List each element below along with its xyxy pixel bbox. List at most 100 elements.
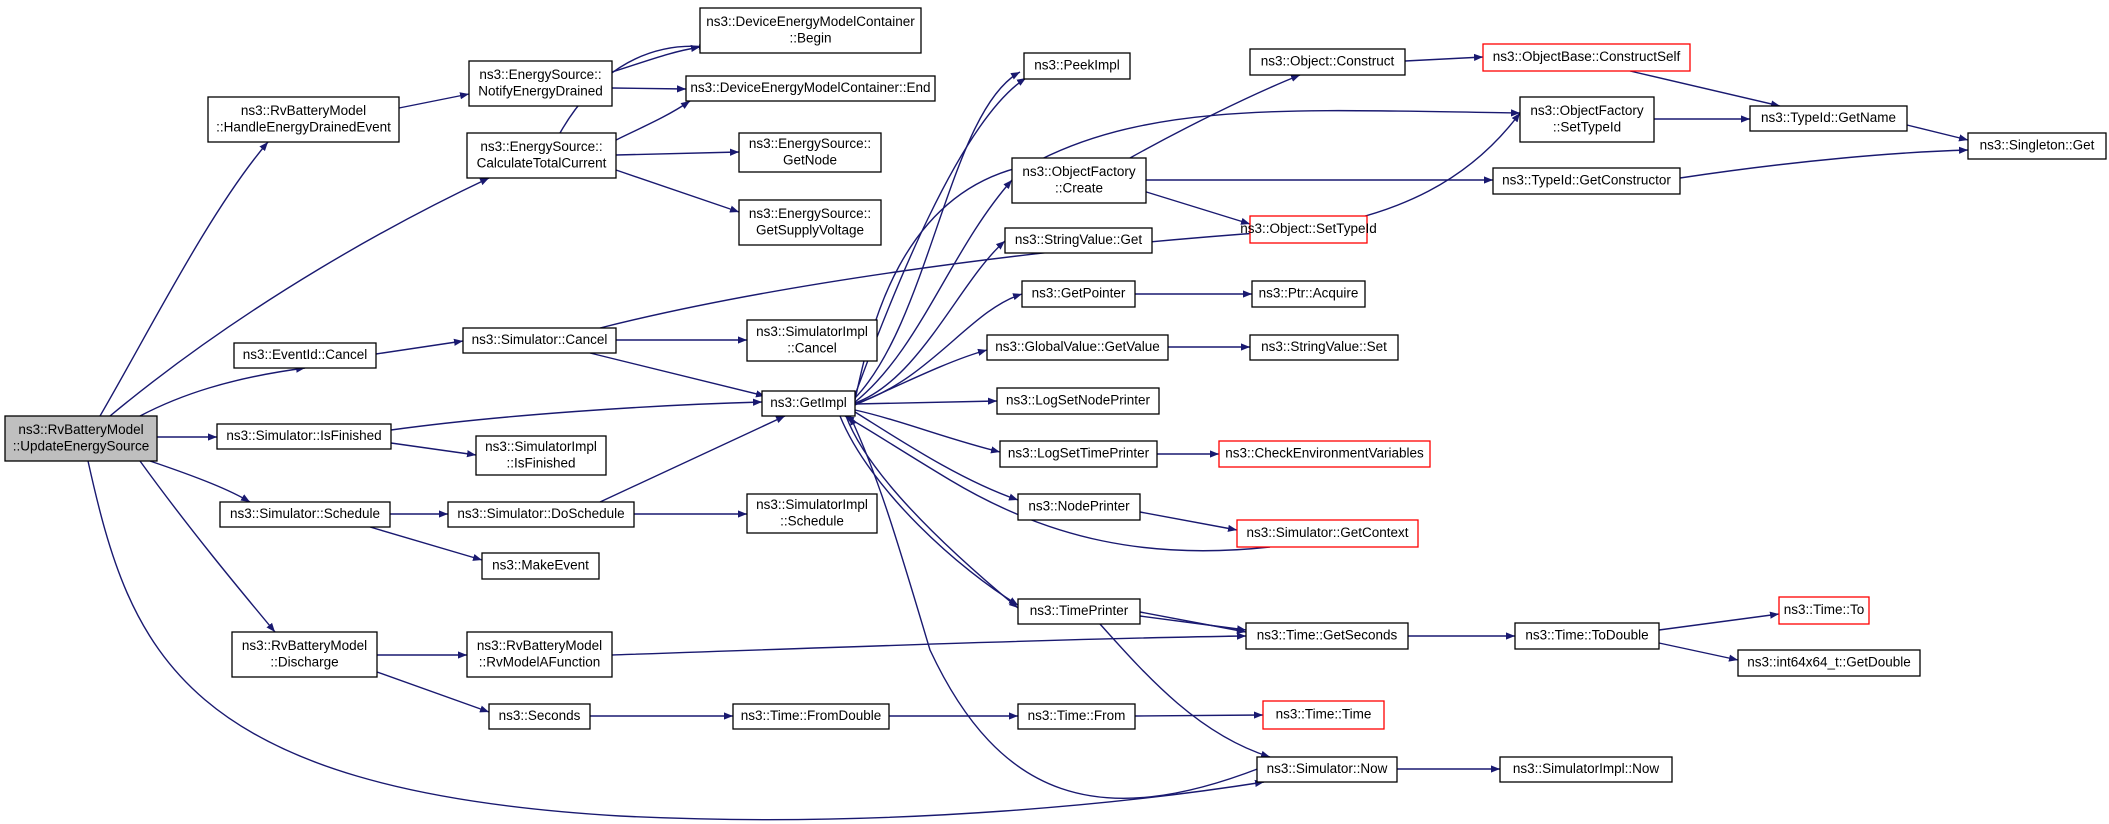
node-label: ns3::EnergySource:: <box>479 67 601 82</box>
node-box <box>216 423 392 450</box>
node-box <box>219 501 391 528</box>
function-node-doschedule[interactable]: ns3::Simulator::DoSchedule <box>447 501 635 528</box>
function-node-implcancel[interactable]: ns3::SimulatorImpl::Cancel <box>746 319 878 362</box>
function-node-typeidgetname[interactable]: ns3::TypeId::GetName <box>1749 105 1908 132</box>
call-edge-simgetctx <box>844 415 1271 552</box>
function-node-discharge[interactable]: ns3::RvBatteryModel::Discharge <box>231 631 378 678</box>
function-node-timefrom[interactable]: ns3::Time::From <box>1017 703 1136 730</box>
node-box <box>738 132 882 173</box>
function-node-getpointer[interactable]: ns3::GetPointer <box>1021 280 1136 308</box>
node-label: ns3::Time::FromDouble <box>741 708 882 723</box>
function-node-implisfin[interactable]: ns3::SimulatorImpl::IsFinished <box>475 435 607 476</box>
function-node-objconstruct[interactable]: ns3::Object::Construct <box>1249 48 1406 76</box>
node-label: ns3::ObjectFactory <box>1022 164 1136 179</box>
function-node-evcancel[interactable]: ns3::EventId::Cancel <box>233 342 377 369</box>
function-node-timeprinter[interactable]: ns3::TimePrinter <box>1017 598 1141 625</box>
node-box <box>233 342 377 369</box>
function-node-rvmodel[interactable]: ns3::RvBatteryModel::RvModelAFunction <box>466 631 613 678</box>
node-label: ns3::Simulator::Now <box>1267 761 1388 776</box>
node-box <box>1218 440 1431 468</box>
function-node-int64getdouble[interactable]: ns3::int64x64_t::GetDouble <box>1737 649 1921 677</box>
edges-layer <box>87 42 1969 821</box>
function-node-implschedule[interactable]: ns3::SimulatorImpl::Schedule <box>746 493 878 534</box>
node-box <box>231 631 378 678</box>
call-edge-timeprinter <box>1099 623 1271 758</box>
node-label: ns3::Time::From <box>1028 708 1126 723</box>
function-node-simcancel[interactable]: ns3::Simulator::Cancel <box>462 327 617 354</box>
node-label: ns3::Simulator::GetContext <box>1246 525 1408 540</box>
call-edge-rvmodel <box>611 632 1247 656</box>
node-box <box>468 60 613 107</box>
function-node-nodeprinter[interactable]: ns3::NodePrinter <box>1017 493 1141 521</box>
node-label: ns3::StringValue::Set <box>1261 339 1387 354</box>
function-node-typeidgetctor[interactable]: ns3::TypeId::GetConstructor <box>1492 167 1681 195</box>
call-edge-discharge <box>376 671 490 713</box>
function-node-implnow[interactable]: ns3::SimulatorImpl::Now <box>1499 756 1673 783</box>
node-box <box>462 327 617 354</box>
function-node-ofcreate[interactable]: ns3::ObjectFactory::Create <box>1011 157 1147 204</box>
node-label: ::IsFinished <box>506 455 575 470</box>
call-edge-isfinished <box>390 398 763 431</box>
node-label: ns3::SimulatorImpl <box>756 324 868 339</box>
function-node-handle[interactable]: ns3::RvBatteryModel::HandleEnergyDrained… <box>207 96 400 143</box>
node-box <box>1021 280 1136 308</box>
function-node-calc[interactable]: ns3::EnergySource::CalculateTotalCurrent <box>466 132 617 179</box>
node-box <box>986 334 1169 361</box>
function-node-logsettime[interactable]: ns3::LogSetTimePrinter <box>999 440 1158 468</box>
function-node-timetodouble[interactable]: ns3::Time::ToDouble <box>1514 622 1660 650</box>
function-node-fromdouble[interactable]: ns3::Time::FromDouble <box>732 703 890 730</box>
function-node-update[interactable]: ns3::RvBatteryModel::UpdateEnergySource <box>4 415 158 462</box>
function-node-peekimpl[interactable]: ns3::PeekImpl <box>1023 52 1131 80</box>
function-node-checkenv[interactable]: ns3::CheckEnvironmentVariables <box>1218 440 1431 468</box>
function-node-timetime[interactable]: ns3::Time::Time <box>1262 700 1385 730</box>
function-node-logsetnode[interactable]: ns3::LogSetNodePrinter <box>996 387 1160 415</box>
function-node-seconds[interactable]: ns3::Seconds <box>488 703 591 730</box>
node-box <box>488 703 591 730</box>
function-node-schedule[interactable]: ns3::Simulator::Schedule <box>219 501 391 528</box>
function-node-getnode[interactable]: ns3::EnergySource::GetNode <box>738 132 882 173</box>
node-box <box>475 435 607 476</box>
node-box <box>466 132 617 179</box>
function-node-objsettypeid[interactable]: ns3::Object::SetTypeId <box>1240 215 1377 244</box>
node-box <box>1004 227 1153 254</box>
node-box <box>1778 596 1870 625</box>
function-node-makeevent[interactable]: ns3::MakeEvent <box>481 552 600 580</box>
node-label: ns3::RvBatteryModel <box>18 422 143 437</box>
function-node-isfinished[interactable]: ns3::Simulator::IsFinished <box>216 423 392 450</box>
node-box <box>1245 622 1409 650</box>
call-edge-timefrom <box>1134 711 1264 719</box>
function-node-singletonget[interactable]: ns3::Singleton::Get <box>1967 132 2107 160</box>
function-node-simgetctx[interactable]: ns3::Simulator::GetContext <box>1236 519 1419 548</box>
function-node-ptracquire[interactable]: ns3::Ptr::Acquire <box>1251 280 1366 308</box>
node-box <box>1499 756 1673 783</box>
node-label: ns3::TypeId::GetName <box>1761 110 1896 125</box>
function-node-simnow[interactable]: ns3::Simulator::Now <box>1256 756 1398 783</box>
function-node-notify[interactable]: ns3::EnergySource::NotifyEnergyDrained <box>468 60 613 107</box>
node-box <box>447 501 635 528</box>
node-label: GetSupplyVoltage <box>756 222 864 237</box>
node-box <box>1514 622 1660 650</box>
call-edge-objconstruct <box>1404 53 1484 62</box>
call-edge-getimpl <box>845 415 1019 609</box>
function-node-begin[interactable]: ns3::DeviceEnergyModelContainer::Begin <box>699 7 922 54</box>
call-edge-getimpl <box>854 411 1019 501</box>
node-box <box>746 319 878 362</box>
function-node-timegetsec[interactable]: ns3::Time::GetSeconds <box>1245 622 1409 650</box>
function-node-ofsettypeid[interactable]: ns3::ObjectFactory::SetTypeId <box>1519 96 1655 143</box>
function-node-obconstructself[interactable]: ns3::ObjectBase::ConstructSelf <box>1482 43 1691 72</box>
call-edge-obconstructself <box>1629 70 1781 108</box>
node-box <box>1251 280 1366 308</box>
function-node-svset[interactable]: ns3::StringValue::Set <box>1249 334 1399 361</box>
function-node-gvgetvalue[interactable]: ns3::GlobalValue::GetValue <box>986 334 1169 361</box>
node-label: ::HandleEnergyDrainedEvent <box>216 119 391 134</box>
function-node-timeto[interactable]: ns3::Time::To <box>1778 596 1870 625</box>
node-label: ns3::SimulatorImpl::Now <box>1513 761 1660 776</box>
node-box <box>738 199 882 246</box>
function-node-getvolt[interactable]: ns3::EnergySource::GetSupplyVoltage <box>738 199 882 246</box>
function-node-getimpl[interactable]: ns3::GetImpl <box>761 390 856 417</box>
function-node-svget[interactable]: ns3::StringValue::Get <box>1004 227 1153 254</box>
function-node-end[interactable]: ns3::DeviceEnergyModelContainer::End <box>685 75 936 102</box>
node-label: ns3::PeekImpl <box>1034 58 1120 73</box>
call-edge-timetodouble <box>1658 611 1780 631</box>
node-box <box>1249 215 1368 244</box>
